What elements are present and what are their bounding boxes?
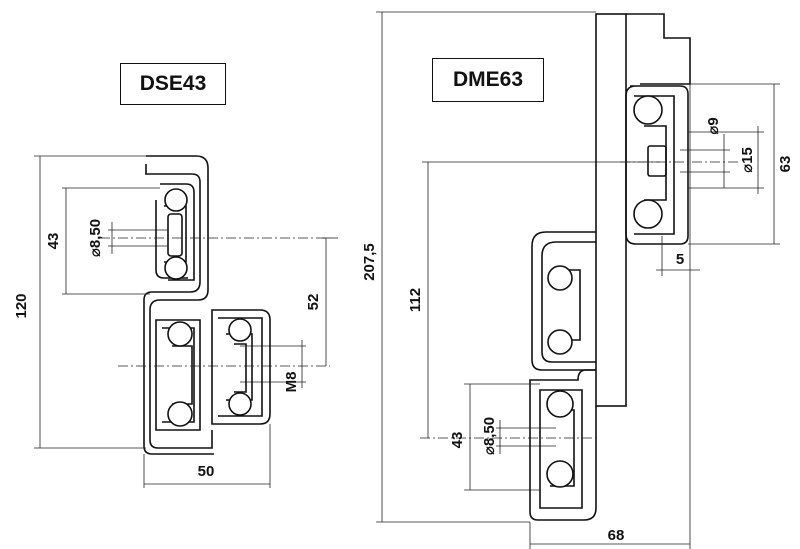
dse43-ball — [228, 318, 252, 342]
dme63-dim-15: ⌀15 — [739, 147, 756, 173]
dme63-bottom-slide — [529, 369, 597, 521]
dme63-dim-9: ⌀9 — [705, 117, 722, 134]
dse43-ball — [164, 256, 188, 280]
dse43-dim-m8: M8 — [283, 372, 300, 393]
dme63-dim-63: 63 — [777, 156, 794, 173]
dme63-dim-112: 112 — [407, 288, 424, 312]
dme63-ball — [547, 329, 573, 355]
dme63-ball — [633, 95, 663, 125]
dme63-dim-68: 68 — [608, 527, 625, 544]
dse43-upper-profile — [143, 164, 201, 301]
dse43-dim-43: 43 — [45, 233, 62, 250]
dme63-bracket — [626, 13, 691, 85]
dme63-ball — [546, 390, 574, 418]
dse43-dim-52: 52 — [305, 294, 322, 311]
dme63-profile — [529, 13, 691, 521]
dme63-dim-5: 5 — [676, 251, 684, 268]
dme63-dimensions — [376, 11, 780, 549]
dme63-ball — [547, 265, 573, 291]
dse43-title: DSE43 — [139, 72, 207, 95]
dse43-dim-50: 50 — [198, 463, 215, 480]
dme63-dim-43: 43 — [449, 432, 466, 449]
dme63-dim-207-5: 207,5 — [361, 243, 378, 281]
dme63-top-slide — [625, 85, 689, 245]
dse43-outer-rail — [146, 155, 213, 449]
dse43-ball — [167, 401, 193, 427]
dse43-upper-inner — [160, 183, 195, 281]
dme63-middle-slide — [531, 231, 596, 371]
dse43-ball — [167, 321, 193, 347]
dse43-dim-hole: ⌀8,50 — [87, 219, 104, 257]
dse43-dim-120: 120 — [13, 293, 30, 318]
dme63-mounting-plate — [595, 13, 627, 407]
dse43-ball — [228, 392, 252, 416]
dme63-dim-hole: ⌀8,50 — [481, 417, 498, 455]
dse43-title-box: DSE43 — [120, 63, 226, 105]
dme63-title-box: DME63 — [432, 58, 544, 102]
dme63-ball — [633, 199, 663, 229]
dse43-ball — [164, 188, 188, 212]
dse43-profile — [143, 155, 271, 455]
dse43-m8-block — [211, 309, 271, 425]
dse43-dimensions — [34, 155, 338, 488]
dme63-title: DME63 — [452, 68, 524, 91]
dme63-ball — [546, 460, 574, 488]
